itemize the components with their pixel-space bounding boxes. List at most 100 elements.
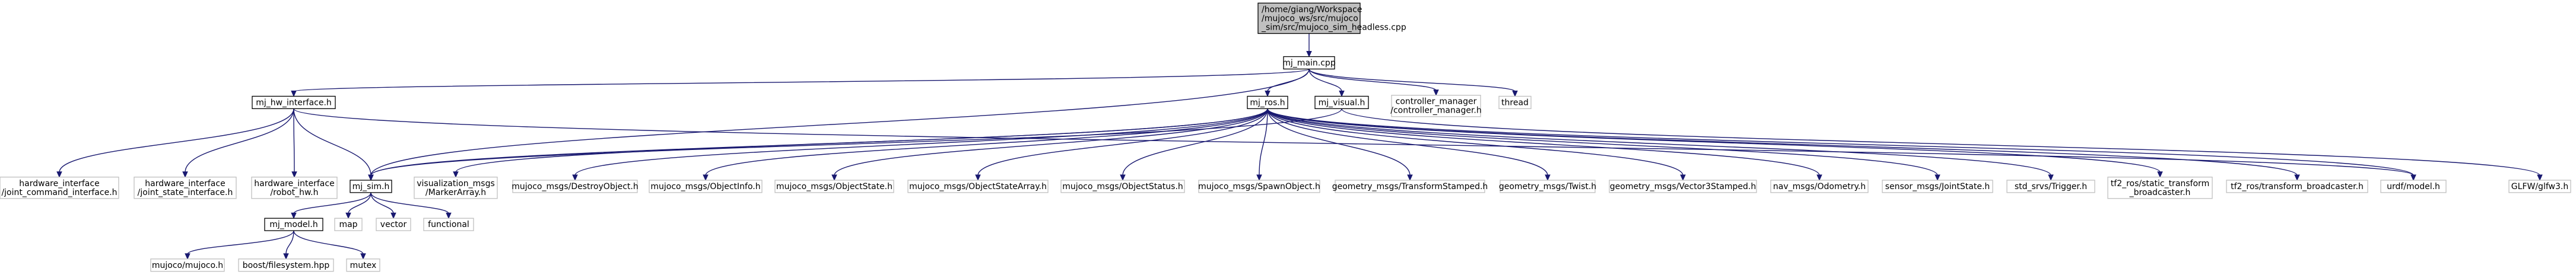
- node-functional[interactable]: functional: [423, 218, 474, 231]
- node-joint-state[interactable]: sensor_msgs/JointState.h: [1882, 180, 1993, 193]
- edge-arrowhead: [1433, 90, 1439, 96]
- node-hi-robot-hw[interactable]: hardware_interface/robot_hw.h: [251, 177, 338, 199]
- node-mj-hw-interface[interactable]: mj_hw_interface.h: [252, 95, 336, 109]
- node-box: [649, 180, 763, 193]
- edge-mj_sim-to-mj_model: [293, 192, 371, 214]
- edge-arrowhead: [453, 171, 459, 178]
- node-box: [1314, 95, 1369, 109]
- node-transform-stamped[interactable]: geometry_msgs/TransformStamped.h: [1332, 180, 1488, 193]
- node-box: [264, 218, 323, 231]
- node-box: [512, 180, 638, 193]
- node-object-state[interactable]: mujoco_msgs/ObjectState.h: [774, 180, 894, 193]
- edge-arrowhead: [345, 212, 351, 219]
- edge-arrowhead: [2410, 174, 2416, 181]
- node-label: _sim/src/mujoco_sim_headless.cpp: [1261, 23, 1406, 32]
- node-box: [1882, 180, 1993, 193]
- node-label: hardware_interface: [254, 179, 334, 188]
- edge-mj_main-to-mj_visual: [1308, 69, 1342, 92]
- edge-arrowhead: [185, 253, 190, 260]
- node-box: [1391, 95, 1481, 117]
- node-mj-sim[interactable]: mj_sim.h: [350, 180, 392, 193]
- node-label: /joint_command_interface.h: [1, 188, 117, 197]
- node-vector[interactable]: vector: [376, 218, 411, 231]
- edge-mj_main-to-mj_sim: [370, 69, 1310, 176]
- node-destroy-object[interactable]: mujoco_msgs/DestroyObject.h: [512, 180, 639, 193]
- node-viz-markerarray[interactable]: visualization_msgs/MarkerArray.h: [414, 177, 498, 199]
- node-trigger[interactable]: std_srvs/Trigger.h: [2006, 180, 2095, 193]
- node-label: vector: [380, 220, 407, 229]
- edge-arrowhead: [1816, 174, 1822, 181]
- edge-arrowhead: [291, 212, 297, 219]
- edge-mj_ros-to-destroy_object: [574, 108, 1268, 176]
- node-mj-visual[interactable]: mj_visual.h: [1314, 95, 1369, 109]
- node-label: geometry_msgs/Vector3Stamped.h: [1610, 182, 1756, 191]
- edge-arrowhead: [283, 253, 289, 260]
- node-label: mj_visual.h: [1319, 98, 1365, 107]
- node-box: [907, 180, 1049, 193]
- node-label: boost/filesystem.hpp: [243, 261, 330, 270]
- edge-arrowhead: [572, 174, 578, 181]
- node-object-state-array[interactable]: mujoco_msgs/ObjectStateArray.h: [907, 180, 1049, 193]
- edge-arrowhead: [1256, 174, 1262, 181]
- node-label: mujoco_msgs/ObjectStatus.h: [1062, 182, 1183, 191]
- node-tf-broadcaster[interactable]: tf2_ros/transform_broadcaster.h: [2226, 180, 2368, 193]
- node-label: /controller_manager.h: [1390, 106, 1481, 116]
- node-hi-joint-command[interactable]: hardware_interface/joint_command_interfa…: [0, 177, 119, 199]
- node-box: [1283, 56, 1335, 70]
- edge-mj_ros-to-transform_stamped: [1267, 108, 1411, 175]
- node-box: [350, 180, 392, 193]
- node-urdf-model[interactable]: urdf/model.h: [2380, 180, 2447, 193]
- edge-mj_ros-to-object_state: [834, 108, 1268, 176]
- node-mj-ros[interactable]: mj_ros.h: [1247, 95, 1288, 109]
- node-label: mujoco_msgs/DestroyObject.h: [512, 182, 638, 191]
- node-label: mj_sim.h: [352, 182, 390, 191]
- node-mutex[interactable]: mutex: [346, 258, 380, 272]
- node-twist[interactable]: geometry_msgs/Twist.h: [1499, 180, 1596, 193]
- edge-mj_ros-to-object_state_array: [977, 108, 1268, 176]
- node-controller-manager[interactable]: controller_manager/controller_manager.h: [1390, 95, 1482, 117]
- edge-mj_ros-to-static_tf_broadcaster: [1267, 108, 2161, 173]
- node-mj-main[interactable]: mj_main.cpp: [1282, 56, 1336, 70]
- node-box: [2107, 177, 2213, 199]
- edge-arrowhead: [1545, 174, 1551, 181]
- edge-arrowhead: [1339, 90, 1345, 97]
- edge-arrowhead: [975, 174, 981, 181]
- node-box: [2508, 180, 2571, 193]
- node-glfw3[interactable]: GLFW/glfw3.h: [2508, 180, 2571, 193]
- node-box: [0, 177, 119, 199]
- node-spawn-object[interactable]: mujoco_msgs/SpawnObject.h: [1198, 180, 1320, 193]
- node-boost-filesystem[interactable]: boost/filesystem.hpp: [238, 258, 334, 272]
- edge-arrowhead: [56, 171, 62, 178]
- edge-arrowhead: [446, 212, 452, 219]
- edges-layer: [56, 33, 2543, 260]
- node-label: tf2_ros/static_transform: [2111, 179, 2209, 188]
- edge-mj_model-to-boost_filesystem: [285, 231, 294, 254]
- edge-arrowhead: [1680, 174, 1686, 181]
- node-map[interactable]: map: [334, 218, 363, 231]
- node-object-status[interactable]: mujoco_msgs/ObjectStatus.h: [1060, 180, 1185, 193]
- node-label: tf2_ros/transform_broadcaster.h: [2231, 182, 2364, 191]
- node-label: mj_model.h: [269, 220, 317, 229]
- node-static-tf-broadcaster[interactable]: tf2_ros/static_transform_broadcaster.h: [2107, 177, 2213, 199]
- node-hi-joint-state[interactable]: hardware_interface/joint_state_interface…: [134, 177, 237, 199]
- edge-mj_ros-to-odometry: [1267, 108, 1820, 176]
- edge-mj_ros-to-object_status: [1122, 108, 1268, 175]
- node-mujoco-h[interactable]: mujoco/mujoco.h: [150, 258, 225, 272]
- node-thread[interactable]: thread: [1498, 95, 1532, 109]
- node-vector3-stamped[interactable]: geometry_msgs/Vector3Stamped.h: [1609, 180, 1757, 193]
- node-odometry[interactable]: nav_msgs/Odometry.h: [1770, 180, 1869, 193]
- node-root[interactable]: /home/giang/Workspace/mujoco_ws/src/mujo…: [1257, 2, 1406, 34]
- node-box: [251, 177, 338, 199]
- edge-mj_ros-to-mj_sim: [370, 108, 1268, 176]
- edge-mj_hw_interface-to-hi_joint_state: [185, 108, 294, 172]
- node-mj-model[interactable]: mj_model.h: [264, 218, 323, 231]
- edge-mj_model-to-mujoco_h: [187, 230, 294, 255]
- edge-mj_visual-to-mj_sim: [370, 108, 1342, 176]
- node-label: _broadcaster.h: [2129, 188, 2191, 197]
- node-object-info[interactable]: mujoco_msgs/ObjectInfo.h: [649, 180, 763, 193]
- edge-mj_model-to-mutex: [293, 230, 364, 255]
- edge-mj_ros-to-viz_markerarray: [455, 108, 1268, 173]
- node-box: [1770, 180, 1869, 193]
- edge-mj_sim-to-vector: [370, 192, 394, 214]
